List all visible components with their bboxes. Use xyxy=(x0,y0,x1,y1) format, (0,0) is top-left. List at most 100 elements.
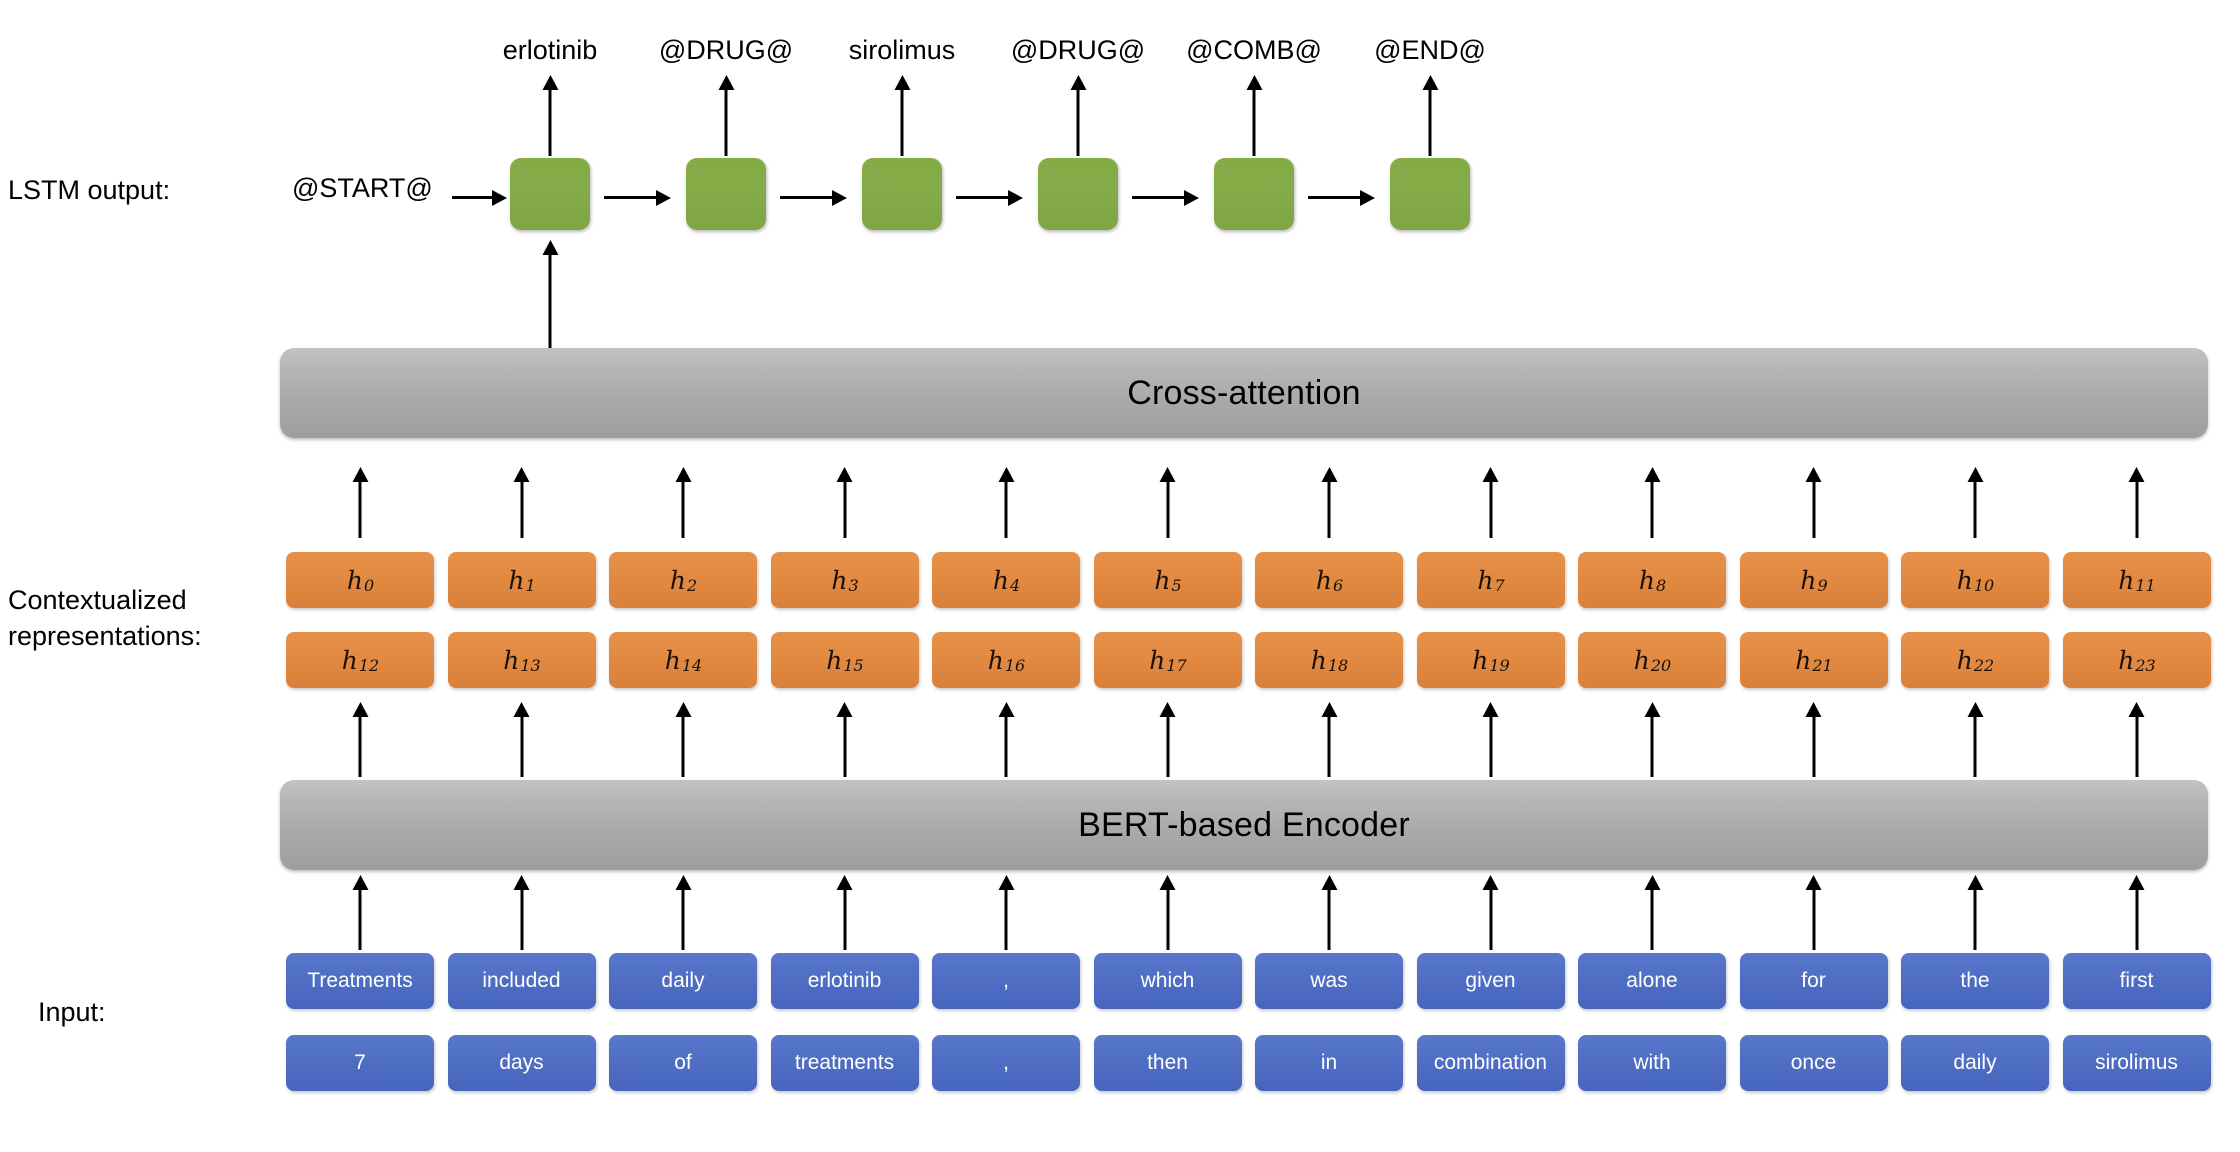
arrow-hidden-to-crossattention-8 xyxy=(1650,480,1654,538)
arrow-encoder-to-hidden-10 xyxy=(1973,715,1977,777)
input-token-cell-r0-8: alone xyxy=(1578,953,1726,1009)
arrow-input-to-encoder-11 xyxy=(2135,888,2138,950)
bert-encoder-label: BERT-based Encoder xyxy=(1078,805,1410,844)
input-token-cell-r0-6: was xyxy=(1255,953,1403,1009)
arrow-lstm-5-to-output-5 xyxy=(1428,88,1432,156)
arrow-hidden-to-crossattention-1 xyxy=(520,480,523,538)
arrow-encoder-to-hidden-8 xyxy=(1650,715,1654,777)
arrow-crossattn-to-lstm0 xyxy=(548,253,552,348)
input-token-cell-r0-1: included xyxy=(447,953,596,1009)
arrow-input-to-encoder-8 xyxy=(1650,888,1654,950)
arrow-encoder-to-hidden-11 xyxy=(2135,715,2138,777)
arrow-hidden-to-crossattention-2 xyxy=(681,480,685,538)
input-token-cell-r1-4: , xyxy=(932,1035,1080,1091)
arrow-hidden-to-crossattention-3 xyxy=(843,480,846,538)
input-token-cell-r0-0: Treatments xyxy=(286,953,434,1009)
arrow-hidden-to-crossattention-11 xyxy=(2135,480,2138,538)
lstm-cell-4 xyxy=(1214,158,1294,230)
arrow-encoder-to-hidden-5 xyxy=(1166,715,1169,777)
input-token-cell-r0-7: given xyxy=(1416,953,1565,1009)
arrow-input-to-encoder-9 xyxy=(1812,888,1815,950)
lstm-output-label-3: @DRUG@ xyxy=(1010,35,1146,65)
lstm-output-row-label: LSTM output: xyxy=(8,175,171,205)
arrow-input-to-encoder-6 xyxy=(1327,888,1331,950)
arrow-lstm-1-to-output-1 xyxy=(724,88,728,156)
arrow-encoder-to-hidden-4 xyxy=(1004,715,1008,777)
input-token-cell-r1-0: 7 xyxy=(286,1035,434,1091)
arrow-encoder-to-hidden-9 xyxy=(1812,715,1815,777)
arrow-hidden-to-crossattention-6 xyxy=(1327,480,1331,538)
lstm-cell-3 xyxy=(1038,158,1118,230)
lstm-cell-2 xyxy=(862,158,942,230)
input-token-cell-r0-11: first xyxy=(2062,953,2211,1009)
arrow-hidden-to-crossattention-10 xyxy=(1973,480,1977,538)
lstm-cell-0 xyxy=(510,158,590,230)
arrow-lstm-2-to-lstm-3 xyxy=(956,196,1010,199)
cross-attention-label: Cross-attention xyxy=(1127,373,1361,412)
lstm-output-label-5: @END@ xyxy=(1374,35,1486,65)
arrow-hidden-to-crossattention-9 xyxy=(1812,480,1815,538)
lstm-output-label-0: erlotinib xyxy=(502,35,598,65)
arrow-lstm-0-to-output-0 xyxy=(548,88,552,156)
arrow-hidden-to-crossattention-0 xyxy=(358,480,362,538)
arrow-hidden-to-crossattention-5 xyxy=(1166,480,1169,538)
arrow-lstm-1-to-lstm-2 xyxy=(780,196,834,199)
input-token-cell-r1-9: once xyxy=(1739,1035,1888,1091)
arrow-lstm-2-to-output-2 xyxy=(900,88,904,156)
arrow-input-to-encoder-0 xyxy=(358,888,362,950)
input-token-cell-r0-10: the xyxy=(1901,953,2049,1009)
lstm-output-label-1: @DRUG@ xyxy=(658,35,794,65)
arrow-lstm-0-to-lstm-1 xyxy=(604,196,658,199)
input-token-cell-r1-7: combination xyxy=(1416,1035,1565,1091)
arrow-encoder-to-hidden-7 xyxy=(1489,715,1492,777)
input-token-cell-r1-11: sirolimus xyxy=(2062,1035,2211,1091)
bert-encoder-bar: BERT-based Encoder xyxy=(280,780,2208,870)
lstm-cell-1 xyxy=(686,158,766,230)
input-token-cell-r0-5: which xyxy=(1093,953,1242,1009)
input-token-cell-r1-2: of xyxy=(609,1035,757,1091)
arrow-input-to-encoder-1 xyxy=(520,888,523,950)
arrow-hidden-to-crossattention-7 xyxy=(1489,480,1492,538)
input-token-cell-r1-10: daily xyxy=(1901,1035,2049,1091)
input-token-cell-r0-3: erlotinib xyxy=(770,953,919,1009)
arrow-input-to-encoder-2 xyxy=(681,888,685,950)
input-token-cell-r0-9: for xyxy=(1739,953,1888,1009)
arrow-encoder-to-hidden-1 xyxy=(520,715,523,777)
input-token-cell-r1-3: treatments xyxy=(770,1035,919,1091)
input-row-label: Input: xyxy=(38,997,106,1027)
lstm-output-label-2: sirolimus xyxy=(848,35,956,65)
arrow-lstm-4-to-output-4 xyxy=(1252,88,1256,156)
contextualized-representations-row-label: Contextualized representations: xyxy=(8,585,202,651)
arrow-hidden-to-crossattention-4 xyxy=(1004,480,1008,538)
arrow-input-to-encoder-5 xyxy=(1166,888,1169,950)
input-token-cell-r1-6: in xyxy=(1255,1035,1403,1091)
input-token-cell-r1-8: with xyxy=(1578,1035,1726,1091)
cross-attention-bar: Cross-attention xyxy=(280,348,2208,438)
input-token-cell-r0-4: , xyxy=(932,953,1080,1009)
input-token-cell-r1-1: days xyxy=(447,1035,596,1091)
